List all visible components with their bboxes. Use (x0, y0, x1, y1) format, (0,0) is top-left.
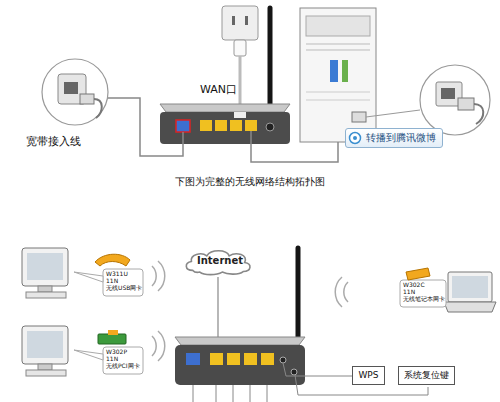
wan-port (176, 120, 190, 132)
standard-label: 11N (106, 356, 118, 363)
button-label-box: 系统复位键 (398, 366, 455, 385)
router-body (175, 345, 305, 385)
cardbus-icon (406, 268, 430, 280)
broadband-cable (108, 98, 183, 156)
model-number: W302P (106, 349, 127, 356)
card-type: 无线笔记本网卡 (403, 296, 445, 303)
pc-tower (300, 8, 376, 142)
share-button: 转播到腾讯微博 (345, 128, 443, 148)
standard-label: 11N (403, 289, 415, 296)
node-text: WPS (358, 370, 379, 380)
router-top (160, 104, 290, 112)
laptop (448, 272, 492, 302)
card-type: 无线USB网卡 (106, 285, 142, 292)
callout-leader (366, 110, 420, 117)
power-plug (234, 40, 246, 56)
card-callout (400, 280, 446, 307)
antenna (296, 248, 301, 340)
cable-label: 宽带接入线 (26, 136, 81, 149)
leader-line (283, 363, 352, 376)
port-lines (193, 385, 267, 402)
node-text: 转播到腾讯微博 (366, 132, 436, 144)
standard-label: 11N (106, 278, 118, 285)
callout-circle (420, 65, 490, 135)
router-top (175, 337, 305, 345)
desktop-monitor (22, 326, 68, 364)
internet-cloud: Internet (183, 248, 253, 276)
router-body (160, 112, 290, 144)
weibo-icon (346, 129, 362, 149)
caption: 下图为完整的无线网络结构拓扑图 (175, 176, 325, 188)
internet-line (217, 277, 218, 340)
card-callout (103, 269, 143, 296)
port-label: WAN口 (200, 84, 237, 97)
usb-card-icon (95, 254, 130, 266)
button-label-box: WPS (352, 366, 385, 385)
card-callout (103, 347, 143, 374)
power-outlet (222, 6, 258, 40)
model-number: W311U (106, 271, 128, 278)
node-text: 系统复位键 (404, 370, 449, 380)
model-number: W302C (403, 282, 425, 289)
callout-circle (42, 59, 108, 125)
pci-card-icon (98, 334, 126, 344)
card-type: 无线PCI网卡 (106, 363, 140, 370)
wan-port (186, 353, 200, 365)
desktop-monitor (22, 248, 68, 286)
node-text: Internet (197, 255, 239, 267)
antenna (268, 8, 273, 110)
